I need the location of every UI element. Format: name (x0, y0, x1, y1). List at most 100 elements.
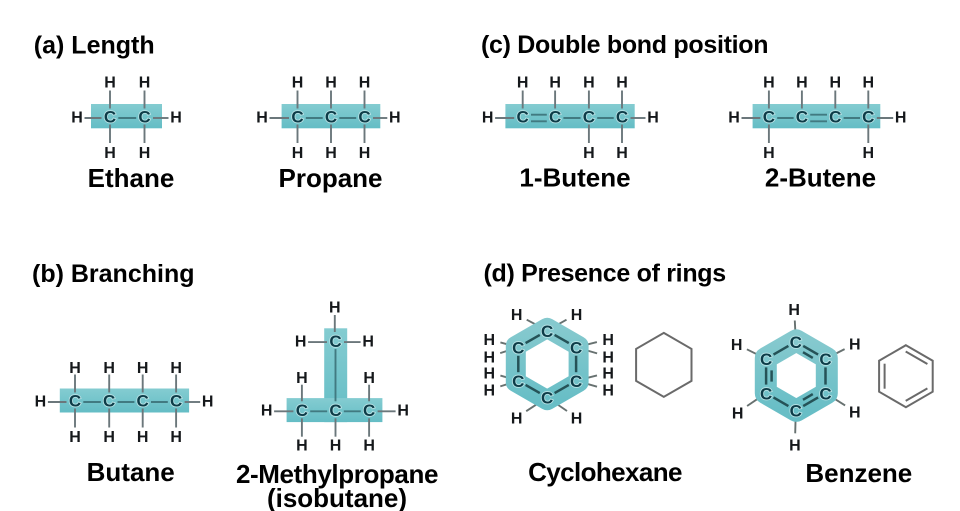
svg-text:(c) Double bond position: (c) Double bond position (481, 31, 768, 59)
svg-text:C: C (829, 108, 841, 127)
svg-text:H: H (137, 429, 149, 446)
svg-text:C: C (541, 322, 553, 341)
svg-text:H: H (325, 145, 337, 162)
svg-text:C: C (104, 108, 116, 127)
svg-text:H: H (731, 337, 743, 354)
svg-text:2-Butene: 2-Butene (765, 163, 876, 193)
svg-text:H: H (104, 145, 116, 162)
svg-text:C: C (329, 332, 341, 351)
svg-text:C: C (790, 402, 802, 421)
svg-text:C: C (138, 108, 150, 127)
svg-text:C: C (760, 384, 772, 403)
svg-text:H: H (484, 383, 496, 400)
svg-text:H: H (863, 145, 875, 162)
svg-text:H: H (139, 74, 151, 91)
svg-text:H: H (728, 109, 740, 126)
svg-text:C: C (512, 339, 524, 358)
svg-text:C: C (763, 108, 775, 127)
svg-text:C: C (583, 108, 595, 127)
svg-text:C: C (541, 389, 553, 408)
svg-text:C: C (137, 392, 149, 411)
svg-text:H: H (789, 438, 801, 455)
svg-text:H: H (170, 429, 182, 446)
svg-text:(d) Presence of rings: (d) Presence of rings (484, 260, 726, 288)
svg-text:H: H (295, 333, 307, 350)
svg-text:H: H (202, 393, 214, 410)
svg-text:C: C (363, 401, 375, 420)
svg-text:C: C (517, 108, 529, 127)
svg-text:Ethane: Ethane (88, 163, 175, 193)
svg-text:H: H (484, 349, 496, 366)
svg-text:H: H (296, 370, 308, 387)
svg-text:C: C (790, 333, 802, 352)
svg-text:H: H (170, 360, 182, 377)
svg-text:H: H (325, 74, 337, 91)
svg-text:H: H (359, 145, 371, 162)
svg-text:H: H (170, 109, 182, 126)
svg-text:C: C (325, 108, 337, 127)
svg-text:(b) Branching: (b) Branching (32, 260, 195, 288)
svg-text:H: H (137, 360, 149, 377)
svg-text:H: H (397, 403, 409, 420)
svg-text:C: C (616, 108, 628, 127)
svg-text:H: H (359, 74, 371, 91)
svg-text:2-Methylpropane: 2-Methylpropane (236, 459, 438, 489)
svg-text:H: H (602, 349, 614, 366)
svg-text:H: H (571, 307, 583, 324)
svg-text:H: H (292, 74, 304, 91)
svg-text:H: H (482, 109, 494, 126)
svg-text:H: H (256, 109, 268, 126)
svg-text:C: C (69, 392, 81, 411)
svg-text:C: C (103, 392, 115, 411)
svg-text:H: H (602, 332, 614, 349)
svg-text:(isobutane): (isobutane) (267, 483, 407, 511)
svg-text:H: H (484, 332, 496, 349)
svg-text:H: H (69, 429, 81, 446)
svg-text:H: H (763, 74, 775, 91)
svg-text:Propane: Propane (278, 163, 382, 193)
svg-text:1-Butene: 1-Butene (519, 163, 630, 193)
svg-text:H: H (330, 438, 342, 455)
svg-text:H: H (35, 393, 47, 410)
svg-text:H: H (849, 337, 861, 354)
svg-text:H: H (103, 429, 115, 446)
svg-text:H: H (849, 404, 861, 421)
svg-text:H: H (616, 74, 628, 91)
svg-text:H: H (69, 360, 81, 377)
svg-text:H: H (571, 410, 583, 427)
svg-text:(a) Length: (a) Length (34, 31, 155, 59)
svg-text:H: H (104, 74, 116, 91)
svg-text:H: H (763, 145, 775, 162)
svg-text:H: H (363, 370, 375, 387)
svg-text:C: C (329, 401, 341, 420)
svg-text:Cyclohexane: Cyclohexane (528, 457, 682, 487)
svg-text:H: H (511, 410, 523, 427)
svg-text:H: H (484, 365, 496, 382)
svg-text:C: C (296, 401, 308, 420)
svg-text:Butane: Butane (87, 457, 175, 487)
svg-text:H: H (647, 109, 659, 126)
svg-text:H: H (292, 145, 304, 162)
svg-text:C: C (819, 350, 831, 369)
svg-text:H: H (363, 438, 375, 455)
svg-text:C: C (570, 339, 582, 358)
svg-text:H: H (329, 299, 341, 316)
svg-text:H: H (583, 74, 595, 91)
svg-text:H: H (583, 145, 595, 162)
svg-text:Benzene: Benzene (805, 458, 912, 488)
svg-text:H: H (296, 438, 308, 455)
svg-text:H: H (517, 74, 529, 91)
svg-text:H: H (616, 145, 628, 162)
svg-text:H: H (788, 302, 800, 319)
svg-text:C: C (549, 108, 561, 127)
svg-text:H: H (139, 145, 151, 162)
svg-text:H: H (895, 109, 907, 126)
svg-text:H: H (602, 365, 614, 382)
svg-text:C: C (819, 384, 831, 403)
svg-text:C: C (291, 108, 303, 127)
svg-text:H: H (549, 74, 561, 91)
svg-text:H: H (511, 307, 523, 324)
svg-text:C: C (570, 372, 582, 391)
svg-text:H: H (602, 383, 614, 400)
svg-text:H: H (362, 333, 374, 350)
